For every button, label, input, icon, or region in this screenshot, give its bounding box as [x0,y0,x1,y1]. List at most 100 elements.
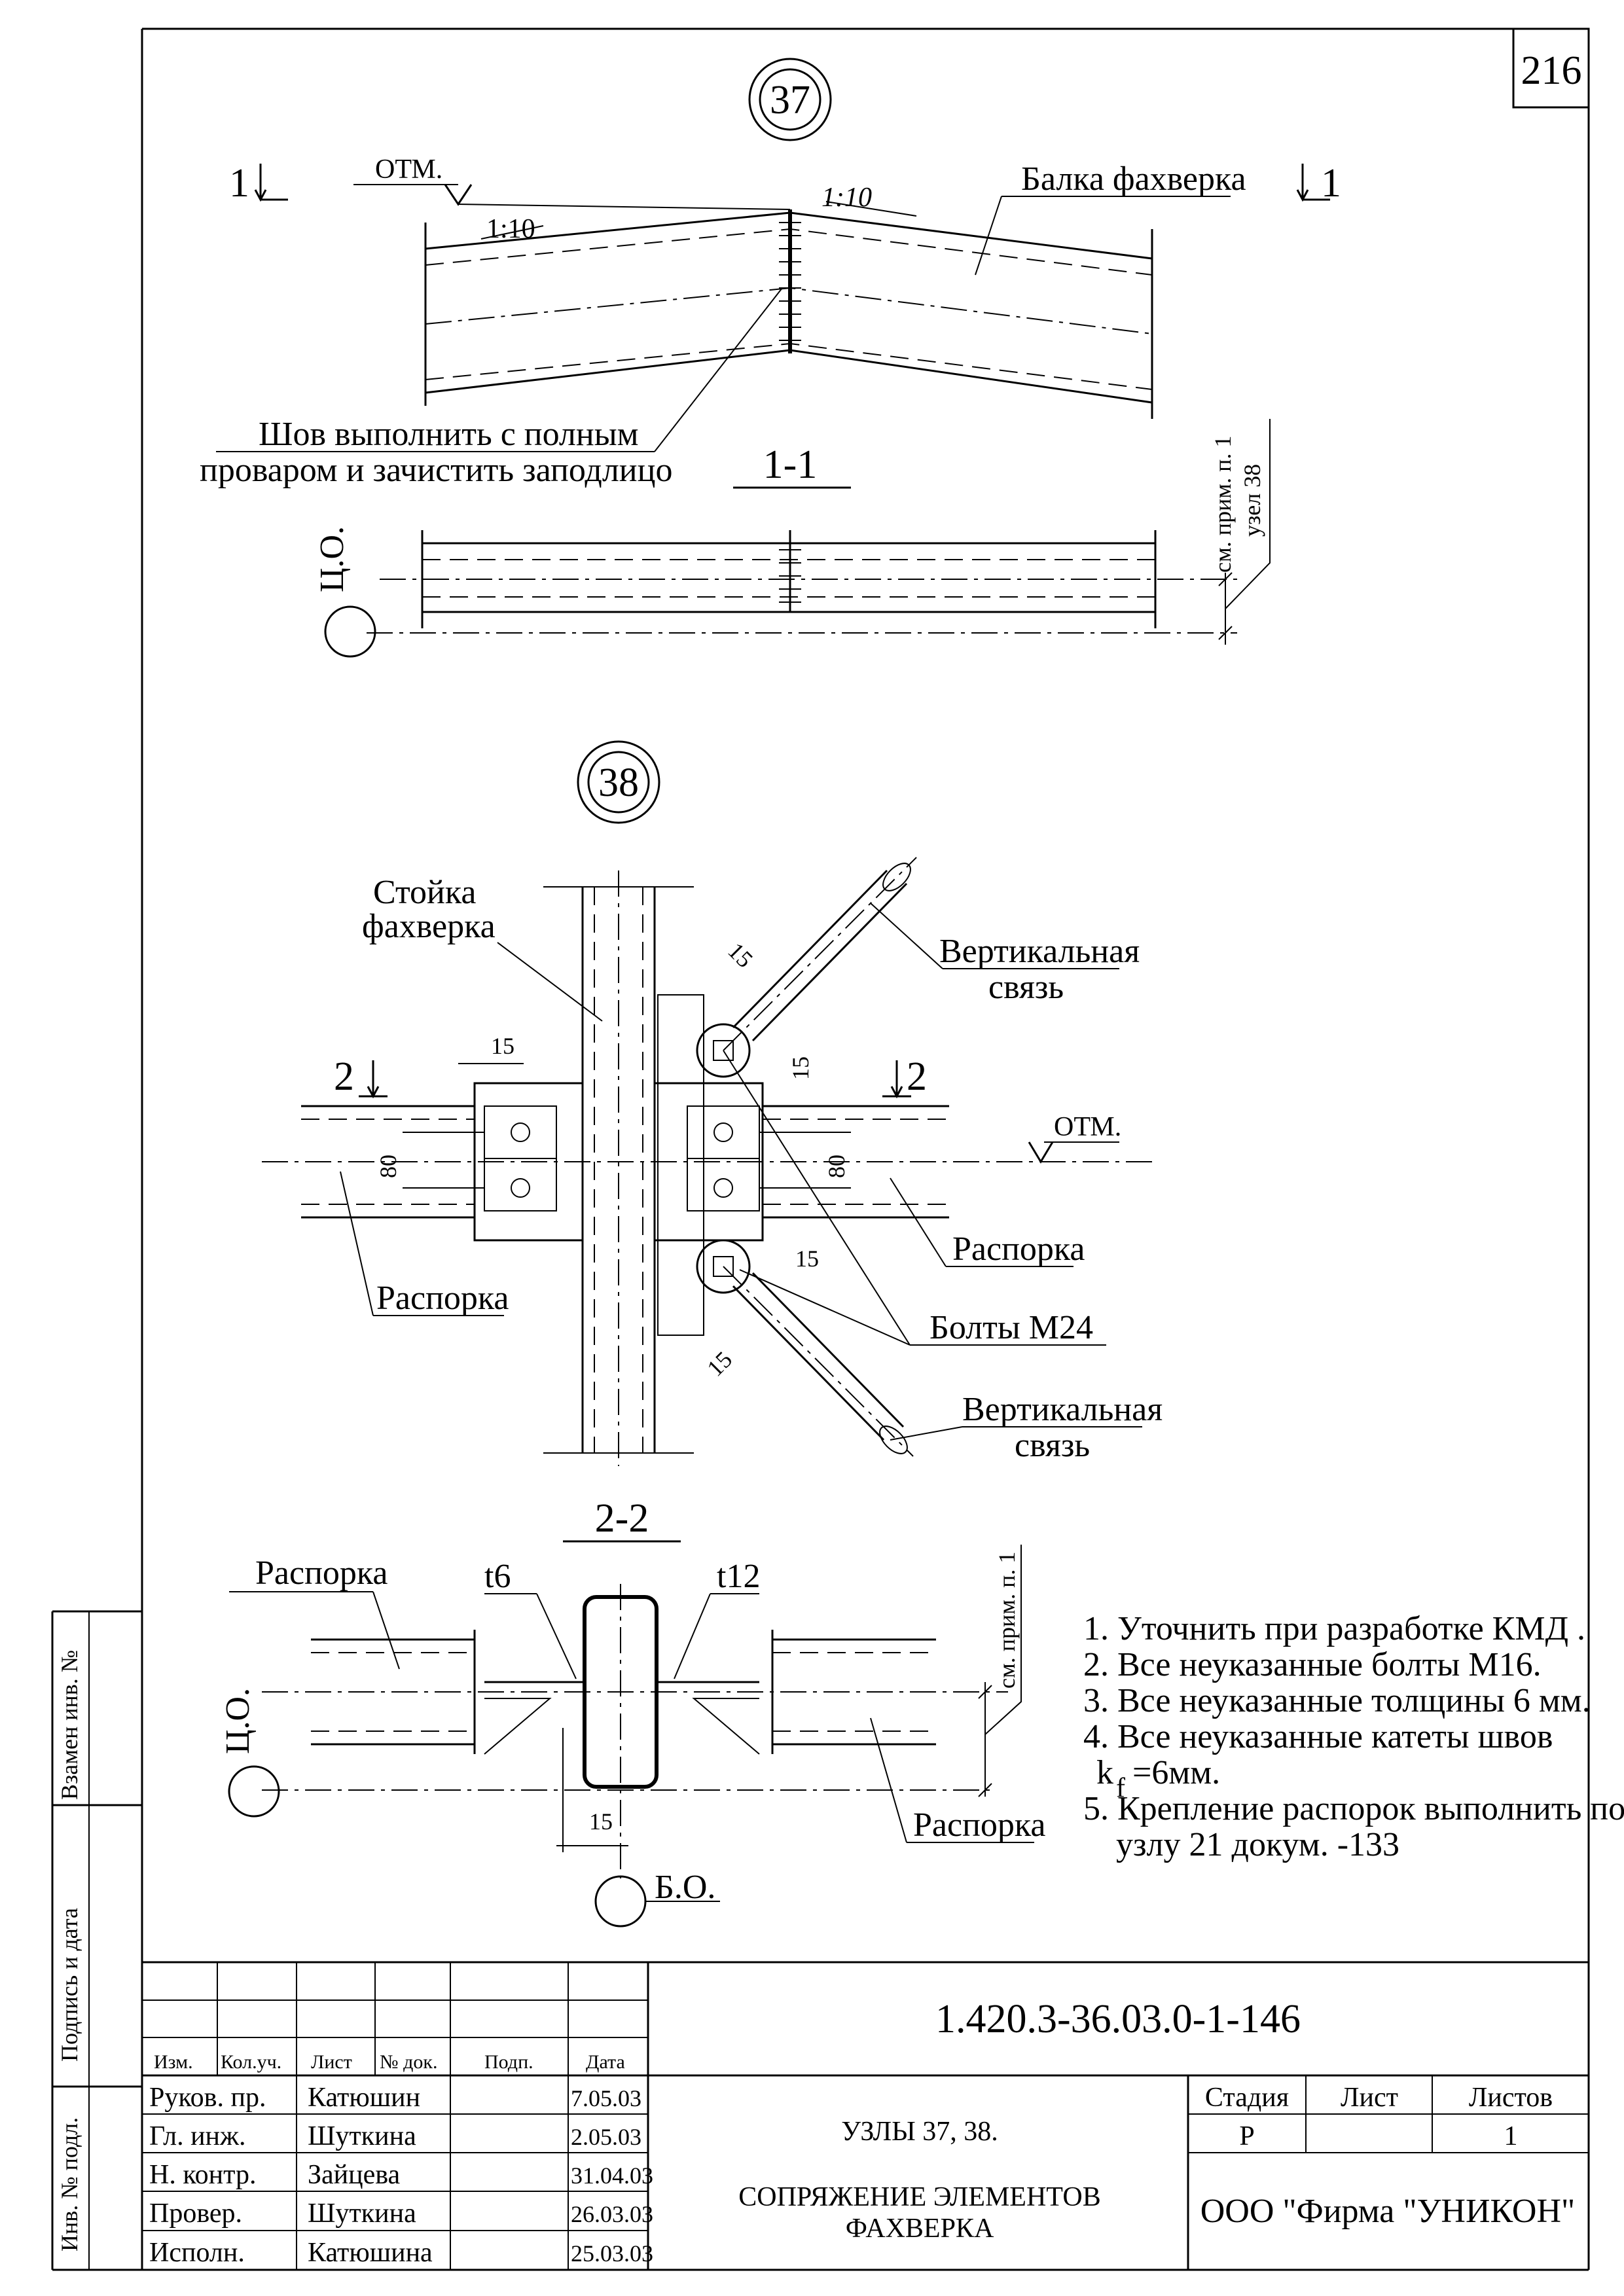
strut-left [262,1082,1152,1242]
section-2-2-ref [978,1545,1022,1797]
brace-lower-label-line1: Вертикальная [962,1391,1163,1428]
brace-lower [723,1266,914,1457]
elevation-mark-37 [353,184,791,210]
slope-leaders [480,201,917,240]
side-stamp [51,1610,142,2270]
ref-note-37-line2: узел 38 [1239,464,1265,537]
note-3: 3. Все неуказанные толщины 6 мм. [1083,1682,1591,1719]
section-2-2-title: 2-2 [595,1496,649,1541]
section-2-2-ref-note: см. прим. п. 1 [994,1552,1020,1689]
section-2-2-t12-leader-2 [674,1593,711,1679]
note-4-f: f [1116,1773,1125,1803]
strut-right-leader [890,1177,947,1267]
dim-15-brace-3: 15 [795,1246,819,1272]
dim-15-brace-1: 15 [723,937,758,973]
brace-upper-label-line1: Вертикальная [939,933,1140,970]
section-2-left: 2 [334,1054,354,1099]
note-4-value: =6мм. [1132,1754,1220,1791]
brace-upper-leader [870,903,943,969]
brace-gussets [657,994,751,1336]
bolts-leaders [723,1050,1106,1346]
dim-15-brace-4: 15 [702,1346,737,1382]
node-38-label: 38 [598,761,639,805]
signer-name-5: Катюшина [308,2238,433,2268]
strut-left-leader [340,1171,374,1316]
section-1-1-title: 1-1 [763,442,818,487]
sheet-number: 216 [1521,48,1582,93]
header-izm: Изм. [154,2051,193,2073]
stage-header: Стадия [1205,2083,1289,2113]
sheet-header: Лист [1341,2083,1398,2113]
node-37-marker [748,58,832,141]
beam-label-leader-2 [975,196,1002,276]
section-2-2-t6-leader-2 [536,1593,577,1679]
note-1: 1. Уточнить при разработке КМД . [1083,1610,1585,1647]
slope-left: 1:10 [486,214,535,244]
strut-right [653,1082,949,1242]
post-label-line2: фахверка [362,908,496,945]
bolts-label: Болты М24 [929,1309,1093,1346]
title-block-grid [142,1961,1589,2270]
signer-role-4: Провер. [149,2198,242,2229]
brace-upper [723,857,917,1051]
beam-37 [424,209,1153,419]
signer-name-1: Катюшин [308,2083,420,2113]
dim-15-left: 15 [491,1033,514,1059]
signer-name-2: Шуткина [308,2121,416,2151]
header-doc: № док. [380,2051,437,2073]
drawing-title-1: УЗЛЫ 37, 38. [841,2117,998,2147]
section-1-markers [254,164,1330,202]
weld-note-line2: проваром и зачистить заподлицо [200,452,672,489]
signer-date-4: 26.03.03 [571,2201,653,2227]
stage-value: Р [1239,2121,1254,2151]
section-2-2-t12: t12 [717,1558,760,1595]
note-5: 5. Крепление распорок выполнить по [1083,1790,1624,1827]
header-list: Лист [311,2051,352,2073]
dim-80-left: 80 [375,1155,401,1178]
section-2-2 [262,1584,1008,1878]
section-1-right: 1 [1321,161,1341,206]
weld-note-line1: Шов выполнить с полным [259,416,639,453]
side-stamp-inventory: Инв. № подл. [56,2117,82,2251]
signer-date-2: 2.05.03 [571,2124,641,2150]
section-1-left: 1 [229,161,249,206]
signer-name-4: Шуткина [308,2198,416,2229]
signer-date-3: 31.04.03 [571,2162,653,2189]
weld-note-leader [216,287,783,452]
elevation-mark-38 [1028,1141,1119,1164]
note-5-cont: узлу 21 докум. -133 [1116,1826,1399,1863]
post-label-leader [497,942,603,1022]
axis-bo-bubble [594,1875,647,1928]
strut-left-label: Распорка [376,1280,509,1317]
section-2-2-dim-15: 15 [589,1808,613,1835]
section-2-2-axis-bo: Б.О. [655,1869,715,1906]
document-code: 1.420.3-36.03.0-1-146 [935,1997,1301,2041]
ref-note-37-line1: см. прим. п. 1 [1210,436,1236,573]
beam-label: Балка фахверка [1021,160,1246,198]
section-2-right: 2 [907,1054,927,1099]
node-37-label: 37 [770,78,810,122]
signer-role-1: Руков. пр. [149,2083,266,2113]
note-2: 2. Все неуказанные болты М16. [1083,1646,1542,1683]
section-2-2-t6: t6 [484,1558,511,1595]
signer-role-3: Н. контр. [149,2160,256,2190]
strut-right-label: Распорка [952,1230,1085,1268]
brace-lower-leader [890,1426,963,1441]
brace-upper-label-line2: связь [988,969,1064,1006]
node-38-marker [577,740,660,824]
header-sign: Подп. [484,2051,533,2073]
notes: 1. Уточнить при разработке КМД . 2. Все … [1083,1610,1624,1863]
dim-15-brace-2: 15 [787,1056,814,1080]
brace-lower-label-line2: связь [1015,1427,1090,1464]
axis-co-bubble-22 [228,1765,280,1818]
note-4: 4. Все неуказанные катеты швов [1083,1718,1553,1755]
drawing-title-2: СОПРЯЖЕНИЕ ЭЛЕМЕНТОВ [738,2182,1101,2212]
section-2-2-strut-right-leader-2 [870,1717,907,1843]
axis-co-37: Ц.О. [314,526,351,592]
signer-name-3: Зайцева [308,2160,401,2190]
section-2-2-strut-right: Распорка [913,1806,1045,1844]
side-stamp-replaced: Взамен инв. № [56,1650,82,1800]
header-kolvo: Кол.уч. [221,2051,281,2073]
elevation-mark-38-text: ОТМ. [1054,1112,1121,1142]
